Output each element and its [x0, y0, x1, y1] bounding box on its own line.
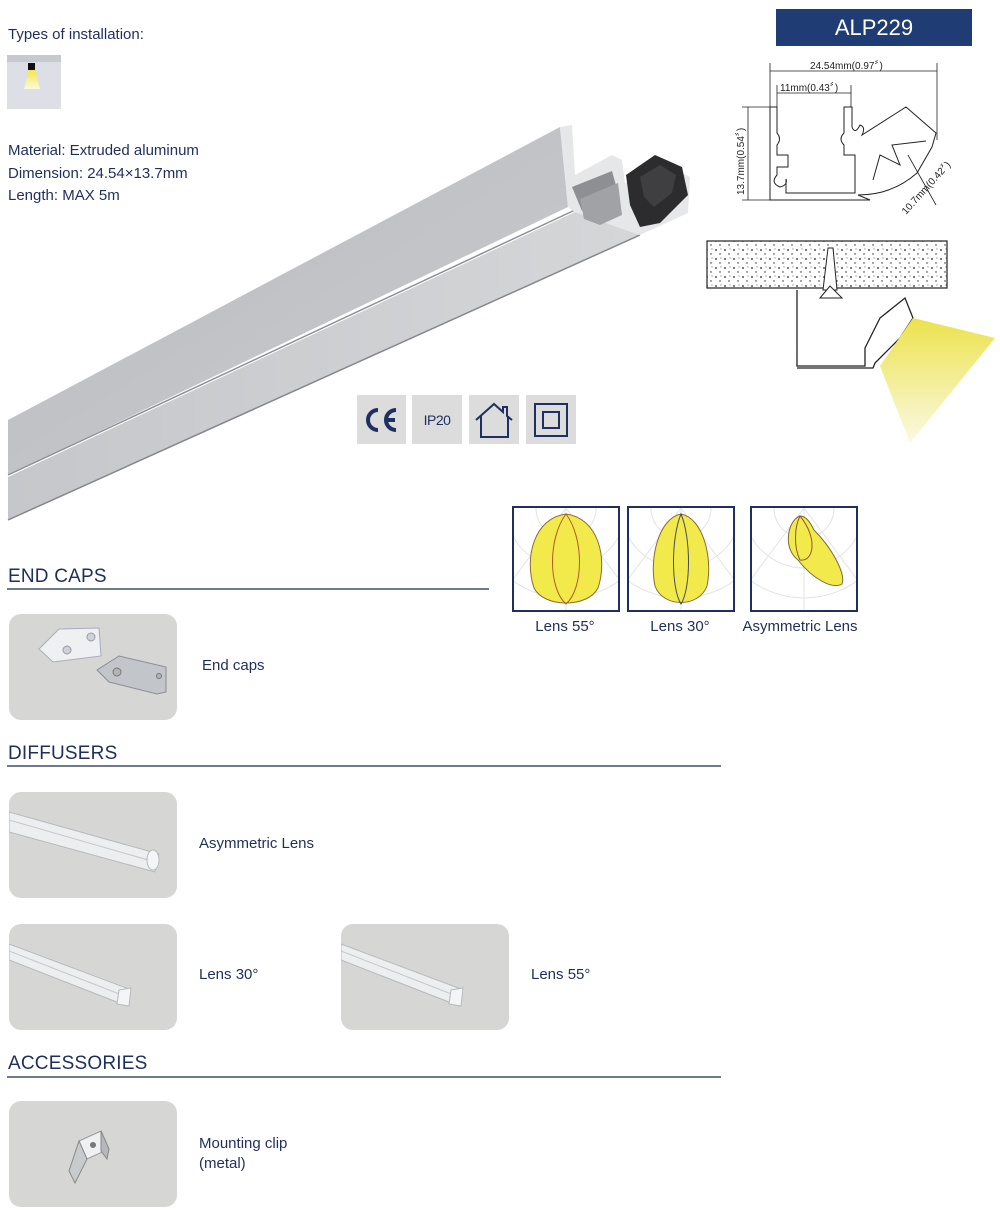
spec-list: Material: Extruded aluminum Dimension: 2… — [8, 140, 199, 208]
installation-diagram — [705, 238, 1000, 443]
technical-drawing: 24.54mm(0.97〞) 11mm(0.43〞) 13.7mm(0.54〞)… — [730, 55, 1000, 235]
section-title-end-caps: END CAPS — [8, 566, 107, 587]
profile-product-image — [0, 115, 700, 525]
ceiling-mounted-downlight-icon — [7, 55, 61, 109]
asymmetric-lens-diffuser-image — [9, 792, 177, 898]
beam-chart-label-asymmetric: Asymmetric Lens — [742, 618, 858, 635]
spec-length: Length: MAX 5m — [8, 187, 120, 204]
section-title-accessories: ACCESSORIES — [8, 1053, 148, 1074]
lens-dimension: 10.7mm(0.42〞) — [899, 159, 953, 217]
mounting-clip-image — [9, 1101, 177, 1207]
end-caps-image — [9, 614, 177, 720]
ce-mark-icon — [357, 395, 406, 444]
asymmetric-lens-label: Asymmetric Lens — [199, 835, 315, 852]
mounting-clip-label: Mounting clip (metal) — [199, 1135, 288, 1172]
model-number-badge: ALP229 — [776, 9, 972, 46]
beam-chart-label-lens-30: Lens 30° — [650, 618, 710, 635]
section-divider — [7, 1076, 721, 1078]
lens-30-label: Lens 30° — [199, 966, 259, 983]
height-dimension: 13.7mm(0.54〞) — [735, 128, 747, 195]
lens-55-label: Lens 55° — [531, 966, 591, 983]
inner-dimension: 11mm(0.43〞) — [780, 82, 838, 94]
beam-chart-lens-55 — [475, 417, 657, 612]
section-divider — [7, 588, 489, 590]
section-divider — [7, 765, 721, 767]
installation-label: Types of installation: — [8, 26, 144, 43]
spec-dimension: Dimension: 24.54×13.7mm — [8, 164, 188, 182]
end-caps-label: End caps — [202, 657, 265, 674]
width-dimension: 24.54mm(0.97〞) — [810, 60, 883, 72]
spec-material: Material: Extruded aluminum — [8, 142, 199, 159]
lens-30-diffuser-image — [9, 924, 177, 1030]
section-title-diffusers: DIFFUSERS — [8, 743, 118, 764]
beam-chart-asymmetric — [713, 417, 895, 612]
class-ii-double-insulation-icon — [526, 395, 576, 444]
beam-chart-label-lens-55: Lens 55° — [535, 618, 595, 635]
lens-55-diffuser-image — [341, 924, 509, 1030]
ip-rating-icon: IP20 — [412, 395, 462, 444]
indoor-use-house-icon — [469, 395, 519, 444]
beam-chart-lens-30 — [590, 417, 772, 612]
